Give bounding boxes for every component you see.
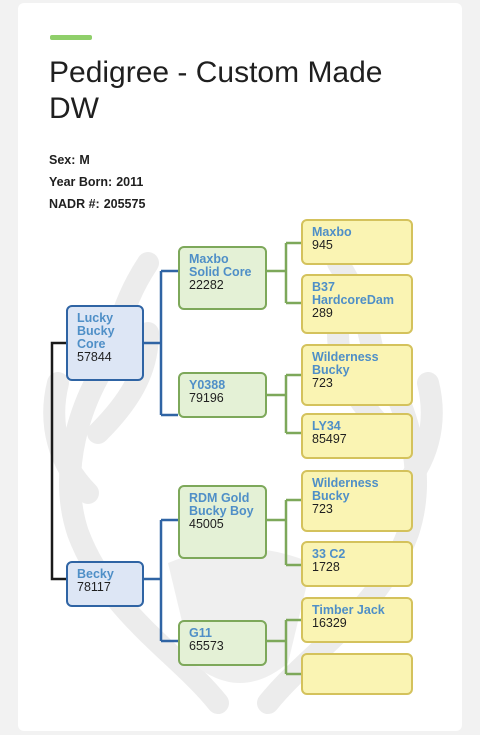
sire-number: 57844 bbox=[77, 350, 112, 364]
ds-sire-name: Wilderness Bucky bbox=[312, 476, 379, 503]
sd-dam-number: 85497 bbox=[312, 432, 347, 446]
year-born-value: 2011 bbox=[116, 175, 144, 189]
nadr-label: NADR #: bbox=[49, 197, 100, 211]
sire-name: Lucky Bucky Core bbox=[77, 311, 115, 351]
sire-sire-box[interactable]: Maxbo Solid Core 22282 bbox=[178, 246, 267, 310]
year-born-info: Year Born:2011 bbox=[49, 175, 143, 189]
sd-sire-name: Wilderness Bucky bbox=[312, 350, 379, 377]
nadr-info: NADR #:205575 bbox=[49, 197, 145, 211]
ss-dam-name: B37 HardcoreDam bbox=[312, 280, 394, 307]
sire-box[interactable]: Lucky Bucky Core 57844 bbox=[66, 305, 144, 381]
nadr-value: 205575 bbox=[103, 197, 146, 211]
dd-sire-number: 16329 bbox=[312, 616, 347, 630]
dam-box[interactable]: Becky 78117 bbox=[66, 561, 144, 607]
dd-sire-box[interactable]: Timber Jack 16329 bbox=[301, 597, 413, 643]
ds-sire-box[interactable]: Wilderness Bucky 723 bbox=[301, 470, 413, 532]
sex-value: M bbox=[79, 153, 90, 167]
dam-sire-number: 45005 bbox=[189, 517, 224, 531]
sire-dam-number: 79196 bbox=[189, 391, 224, 405]
ds-dam-box[interactable]: 33 C2 1728 bbox=[301, 541, 413, 587]
page-title: Pedigree - Custom Made DW bbox=[49, 56, 383, 125]
pedigree-card: Pedigree - Custom Made DW Sex:M Year Bor… bbox=[18, 3, 462, 731]
ss-dam-box[interactable]: B37 HardcoreDam 289 bbox=[301, 274, 413, 334]
pedigree-connectors bbox=[50, 241, 301, 676]
ds-sire-number: 723 bbox=[312, 502, 333, 516]
sd-sire-box[interactable]: Wilderness Bucky 723 bbox=[301, 344, 413, 406]
title-accent-bar bbox=[50, 35, 92, 40]
ss-sire-box[interactable]: Maxbo 945 bbox=[301, 219, 413, 265]
sire-dam-name: Y0388 bbox=[189, 378, 226, 392]
ss-dam-number: 289 bbox=[312, 306, 333, 320]
dam-number: 78117 bbox=[77, 580, 111, 594]
sd-dam-box[interactable]: LY34 85497 bbox=[301, 413, 413, 459]
sire-sire-number: 22282 bbox=[189, 278, 224, 292]
ss-sire-name: Maxbo bbox=[312, 225, 352, 239]
dd-dam-box[interactable] bbox=[301, 653, 413, 695]
ss-sire-number: 945 bbox=[312, 238, 333, 252]
ds-dam-name: 33 C2 bbox=[312, 547, 346, 561]
sd-sire-number: 723 bbox=[312, 376, 333, 390]
dam-dam-number: 65573 bbox=[189, 639, 224, 653]
dam-sire-box[interactable]: RDM Gold Bucky Boy 45005 bbox=[178, 485, 267, 559]
sire-sire-name: Maxbo Solid Core bbox=[189, 252, 252, 279]
sex-info: Sex:M bbox=[49, 153, 90, 167]
sire-dam-box[interactable]: Y0388 79196 bbox=[178, 372, 267, 418]
dam-name: Becky bbox=[77, 567, 114, 581]
ds-dam-number: 1728 bbox=[312, 560, 340, 574]
year-born-label: Year Born: bbox=[49, 175, 113, 189]
sex-label: Sex: bbox=[49, 153, 76, 167]
dam-dam-box[interactable]: G11 65573 bbox=[178, 620, 267, 666]
sd-dam-name: LY34 bbox=[312, 419, 341, 433]
dd-sire-name: Timber Jack bbox=[312, 603, 385, 617]
dam-dam-name: G11 bbox=[189, 626, 212, 640]
dam-sire-name: RDM Gold Bucky Boy bbox=[189, 491, 254, 518]
